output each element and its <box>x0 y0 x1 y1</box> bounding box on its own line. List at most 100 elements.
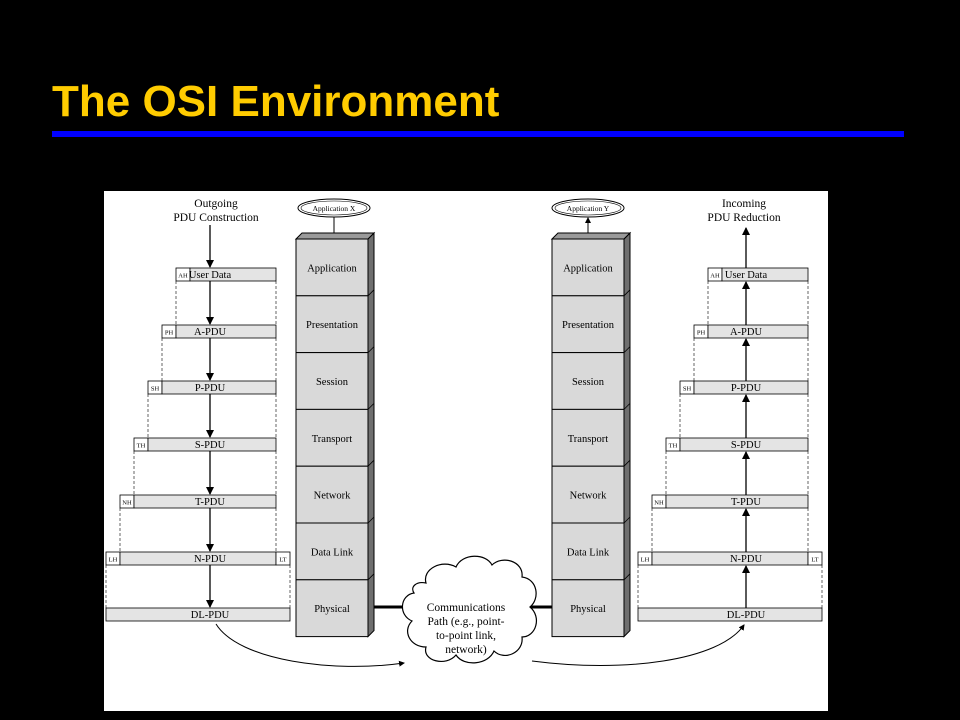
left-pdu-label-p-pdu: P-PDU <box>195 383 226 394</box>
left-pdu-s-pdu <box>147 437 277 452</box>
left-pdu-label-user-data: User Data <box>189 270 232 281</box>
slide-title: The OSI Environment <box>52 77 500 126</box>
right-layer-network <box>551 465 625 524</box>
right-pdu-p-pdu <box>693 380 809 395</box>
left-pdu-p-pdu <box>161 380 277 395</box>
communications-cloud <box>401 555 538 664</box>
osi-diagram: Outgoing PDU Construction Incoming PDU R… <box>104 191 828 711</box>
right-pdu-header-label-ah: AH <box>710 273 720 280</box>
right-layer-label-data-link: Data Link <box>567 547 610 558</box>
left-pdu-a-pdu <box>175 324 277 339</box>
left-layer-edge-transport <box>367 403 375 410</box>
left-layer-edge-physical <box>367 573 375 581</box>
left-layer-edge-presentation <box>367 289 375 297</box>
right-pdu-a-pdu <box>707 324 809 339</box>
left-layer-label-physical: Physical <box>314 604 350 615</box>
left-layer-data-link <box>295 522 369 581</box>
left-stack-top-face <box>294 232 376 240</box>
right-layer-label-session: Session <box>572 377 605 388</box>
right-layer-presentation <box>551 295 625 354</box>
incoming-curve-arrow <box>531 624 745 666</box>
right-pdu-dl-pdu <box>637 607 823 622</box>
right-stack-top-face <box>550 232 632 240</box>
left-pdu-trailer-lt <box>275 551 291 566</box>
right-pdu-label-n-pdu: N-PDU <box>730 554 763 565</box>
right-layer-application <box>551 238 625 297</box>
incoming-caption-line2: PDU Reduction <box>707 212 780 224</box>
left-layer-label-transport: Transport <box>312 434 353 445</box>
right-pdu-trailer-label-lt: LT <box>811 557 818 564</box>
left-layer-label-application: Application <box>307 263 357 274</box>
left-pdu-label-a-pdu: A-PDU <box>194 327 227 338</box>
right-layer-physical <box>551 579 625 638</box>
left-pdu-header-label-ph: PH <box>165 330 174 337</box>
left-layer-label-data-link: Data Link <box>311 547 354 558</box>
left-pdu-label-n-pdu: N-PDU <box>194 554 227 565</box>
left-stack-side-face <box>367 231 375 638</box>
right-layer-label-application: Application <box>563 263 613 274</box>
app-x-ellipse-inner <box>300 200 368 216</box>
left-layer-label-presentation: Presentation <box>306 320 359 331</box>
right-layer-label-network: Network <box>570 491 607 502</box>
right-layer-edge-data-link <box>623 516 631 524</box>
right-layer-edge-transport <box>623 403 631 410</box>
right-layer-edge-application <box>623 232 631 240</box>
right-stack-side-face <box>623 231 631 638</box>
left-pdu-dl-pdu <box>105 607 291 622</box>
left-layer-network <box>295 465 369 524</box>
left-pdu-header-label-sh: SH <box>151 386 160 393</box>
right-pdu-label-s-pdu: S-PDU <box>731 440 762 451</box>
left-layer-edge-session <box>367 346 375 353</box>
left-layer-stack: ApplicationPresentationSessionTransportN… <box>294 231 376 638</box>
cloud-text-line1: Communications <box>427 602 506 614</box>
left-pdu-header-label-ah: AH <box>178 273 188 280</box>
cloud-text-line3: to-point link, <box>436 630 496 642</box>
left-pdu-trailer-label-lt: LT <box>279 557 286 564</box>
right-pdu-header-label-sh: SH <box>683 386 692 393</box>
left-layer-label-network: Network <box>314 491 351 502</box>
app-y-ellipse-inner <box>554 200 622 216</box>
right-layer-edge-presentation <box>623 289 631 297</box>
app-x-label: Application X <box>313 204 356 213</box>
left-pdu-label-t-pdu: T-PDU <box>195 497 225 508</box>
left-pdu-t-pdu <box>133 494 277 509</box>
outgoing-caption-line2: PDU Construction <box>173 212 259 224</box>
title-underline <box>52 131 904 137</box>
left-pdu-header-label-nh: NH <box>122 500 132 507</box>
left-pdu-header-label-th: TH <box>137 443 146 450</box>
right-pdu-header-label-lh: LH <box>641 557 650 564</box>
right-pdu-label-user-data: User Data <box>725 270 768 281</box>
right-pdu-trailer-lt <box>807 551 823 566</box>
right-pdu-user-data <box>721 267 809 282</box>
right-layer-edge-network <box>623 459 631 467</box>
right-layer-edge-physical <box>623 573 631 581</box>
cloud-text-line4: network) <box>445 644 487 656</box>
right-layer-label-presentation: Presentation <box>562 320 615 331</box>
right-layer-edge-session <box>623 346 631 353</box>
right-pdu-header-label-th: TH <box>669 443 678 450</box>
osi-diagram-svg: Outgoing PDU Construction Incoming PDU R… <box>105 198 823 667</box>
left-pdu-user-data <box>189 267 277 282</box>
left-pdu-label-s-pdu: S-PDU <box>195 440 226 451</box>
right-layer-label-transport: Transport <box>568 434 609 445</box>
left-layer-edge-application <box>367 232 375 240</box>
right-pdu-label-p-pdu: P-PDU <box>731 383 762 394</box>
cloud-text-line2: Path (e.g., point- <box>428 616 505 628</box>
right-pdu-label-a-pdu: A-PDU <box>730 327 763 338</box>
right-pdu-t-pdu <box>665 494 809 509</box>
right-pdu-header-label-ph: PH <box>697 330 706 337</box>
outgoing-curve-arrow <box>215 623 405 667</box>
right-layer-data-link <box>551 522 625 581</box>
right-layer-stack: ApplicationPresentationSessionTransportN… <box>550 231 632 638</box>
left-layer-transport <box>295 408 369 467</box>
right-layer-label-physical: Physical <box>570 604 606 615</box>
right-layer-session <box>551 352 625 410</box>
left-pdu-header-label-lh: LH <box>109 557 118 564</box>
left-layer-application <box>295 238 369 297</box>
right-pdu-label-t-pdu: T-PDU <box>731 497 761 508</box>
right-pdu-header-label-nh: NH <box>654 500 664 507</box>
left-layer-physical <box>295 579 369 638</box>
left-layer-session <box>295 352 369 410</box>
